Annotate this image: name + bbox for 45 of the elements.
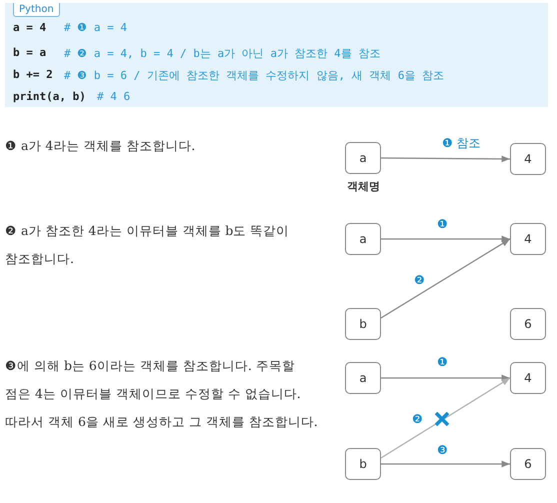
- code-comment: # ❷ a = 4, b = 4 / b는 a가 아닌 a가 참조한 4를 참조: [64, 46, 380, 61]
- edge-label: ❶ 참조: [442, 136, 481, 150]
- edge-label: ❶: [437, 217, 448, 231]
- arrow: [380, 377, 510, 459]
- code-comment: # 4 6: [97, 90, 130, 103]
- object-box: [510, 143, 546, 175]
- node-label: a: [359, 232, 367, 246]
- code-comment: # ❶ a = 4: [64, 21, 127, 34]
- code-line: b += 2: [13, 68, 53, 81]
- arrow: [381, 156, 510, 162]
- object-box: [345, 448, 381, 480]
- node-label: 6: [524, 317, 532, 331]
- node-label: 4: [524, 232, 532, 246]
- edge-label: ❶: [437, 355, 448, 369]
- object-box: [510, 308, 546, 340]
- language-tag: Python: [13, 3, 60, 17]
- edge-label: ❷: [412, 412, 423, 426]
- code-comment: # ❸ b = 6 / 기존에 참조한 객체를 수정하지 않음, 새 객체 6을 참조: [64, 68, 444, 83]
- code-line: b = a: [13, 46, 46, 59]
- node-label: a: [359, 151, 367, 165]
- object-box: [345, 308, 381, 340]
- paragraph: ❸에 의해 b는 6이라는 객체를 참조합니다. 주목할 점은 4는 이뮤터블 객체이므로 수정할 수 없습니다. 따라서 객체 6을 새로 생성하고 그 객체를 참조합니다.: [5, 357, 319, 431]
- node-label: a: [359, 371, 367, 385]
- edge-label: ❸: [437, 443, 448, 457]
- arrow: [381, 374, 510, 382]
- code-line: print(a, b): [13, 90, 86, 103]
- object-box: [345, 223, 381, 255]
- code-line: a = 4: [13, 21, 46, 34]
- node-label: 6: [524, 457, 532, 471]
- node-label: b: [359, 317, 367, 331]
- edge-label: ❷: [414, 273, 425, 287]
- arrow: [381, 236, 510, 242]
- node-label: 4: [524, 371, 532, 385]
- object-box: [510, 362, 546, 394]
- object-box: [510, 448, 546, 480]
- object-box: [345, 362, 381, 394]
- node-label: 4: [524, 152, 532, 166]
- arrow: [380, 238, 510, 319]
- paragraph: ❷ a가 참조한 4라는 이뮤터블 객체를 b도 똑같이 참조합니다.: [5, 222, 290, 268]
- object-box: [510, 223, 546, 255]
- node-label: 객체명: [347, 179, 380, 194]
- node-label: b: [359, 457, 367, 471]
- object-box: [345, 142, 381, 174]
- arrow: [381, 460, 510, 468]
- paragraph: ❶ a가 4라는 객체를 참조합니다.: [5, 137, 196, 155]
